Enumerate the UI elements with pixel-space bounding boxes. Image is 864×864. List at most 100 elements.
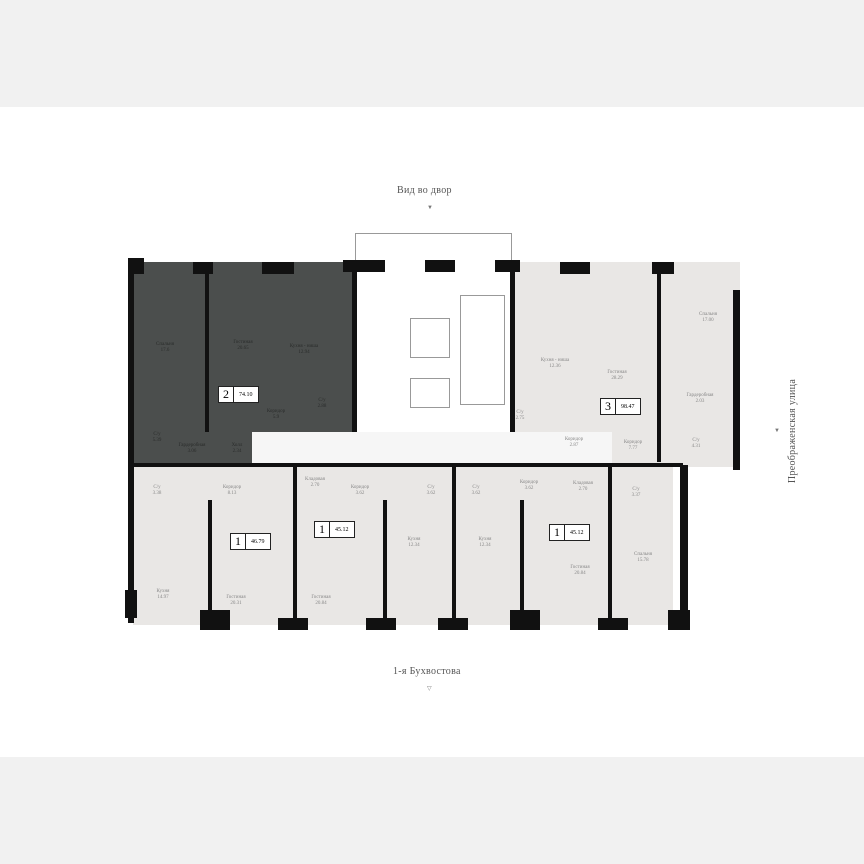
room-area: 3.62 [524,486,534,491]
room-name: Кладовая [573,481,593,486]
room-name: Гостиная [311,595,331,600]
room-area: 20.65 [237,346,249,351]
room-area: 20.31 [230,601,242,606]
wall [208,500,212,625]
room-area: 3.06 [187,449,197,454]
wall [128,463,683,467]
room-name: Коридор [222,485,242,490]
room-name: Холл [231,443,243,448]
room-area: 12.34 [408,543,420,548]
room-area: 3.62 [426,491,436,496]
wall [366,618,396,630]
wall [125,590,137,618]
room-name: Гостиная [570,565,590,570]
apartment-1-45-a[interactable] [293,465,383,625]
room-name: Коридор [519,480,539,485]
area: 46.79 [251,538,265,545]
room-name: С/у [318,398,326,403]
room-name: Коридор [623,440,643,445]
room-area: 2.03 [695,399,705,404]
room-name: Спальня [633,552,653,557]
direction-top-label: Вид во двор [397,185,452,196]
wall [495,260,520,272]
room-area: 5.9 [272,415,280,420]
wall [425,260,455,272]
room-name: Гостиная [226,595,246,600]
wall [520,500,524,625]
room-area: 2.88 [317,404,327,409]
room-area: 15.78 [637,558,649,563]
room-name: Коридор [266,409,286,414]
room-name: Гардеробная [178,443,206,448]
room-area: 2.70 [578,487,588,492]
room-name: С/у [153,432,161,437]
wall [278,618,308,630]
wall [598,618,628,630]
room-name: Кухня [407,537,421,542]
room-area: 12.36 [549,364,561,369]
room-name: Кухня - ниша [289,344,319,349]
wall [560,262,590,274]
room-name: Спальня [155,342,175,347]
room-name: С/у [472,485,480,490]
room-area: 17.6 [160,348,170,353]
room-name: Кладовая [305,477,325,482]
room-area: 2.87 [569,443,579,448]
room-name: С/у [692,438,700,443]
room-count: 1 [231,534,246,549]
room-name: С/у [632,487,640,492]
room-area: 5.39 [152,438,162,443]
room-area: 7.77 [628,446,638,451]
room-area: 8.13 [227,491,237,496]
direction-bottom-label: 1-я Бухвостова [393,666,461,677]
room-name: С/у [516,410,524,415]
apartment-1-45-b[interactable] [523,465,673,625]
wall [128,258,144,274]
arrow-down-icon: ▽ [427,686,432,692]
room-name: Гостиная [607,370,627,375]
room-area: 14.97 [157,595,169,600]
staircase [460,295,505,405]
room-name: Кухня [156,589,170,594]
room-area: 3.37 [631,493,641,498]
room-name: С/у [153,485,161,490]
room-area: 2.34 [232,449,242,454]
wall [452,465,456,625]
wall [657,262,661,462]
room-name: Гостиная [233,340,253,345]
wall [668,610,690,630]
room-count: 1 [315,522,330,537]
arrow-down-icon: ▼ [774,428,780,434]
room-area: 4.31 [691,444,701,449]
wall [343,260,385,272]
wall [652,262,674,274]
direction-right-label: Преображенская улица [787,378,798,484]
